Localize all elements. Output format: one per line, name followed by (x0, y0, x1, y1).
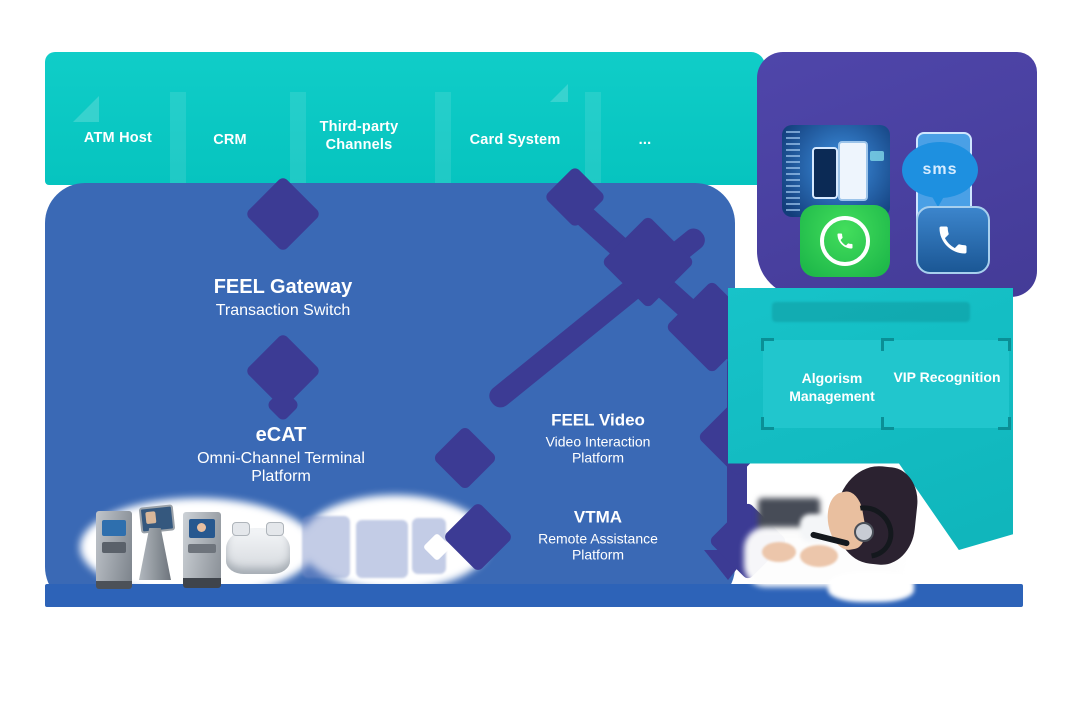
sms-icon: sms (902, 142, 978, 198)
agent-face-on-screen (197, 523, 206, 532)
algorism-management-label: Algorism Management (789, 369, 875, 404)
atm-keypad (102, 542, 126, 553)
smartphone-glyph (812, 147, 838, 199)
phone-call-icon (916, 206, 990, 274)
ecat-block: eCAT Omni-Channel Terminal Platform (176, 424, 386, 486)
mobile-banking-icon (782, 125, 890, 217)
channel-atm-host: ATM Host (83, 129, 153, 146)
panel-title-smudge (772, 302, 970, 322)
bottom-band (45, 584, 1023, 607)
band-glint-decoration (73, 96, 99, 122)
band-glint-decoration (550, 84, 568, 102)
robot-teller-image (226, 522, 290, 574)
band-separator (435, 91, 451, 185)
atm-machine-image (96, 511, 132, 589)
phone-handset-glyph (939, 226, 967, 254)
channels-band (45, 52, 765, 185)
channel-crm: CRM (213, 131, 247, 148)
vtma-title: VTMA (573, 507, 623, 527)
whatsapp-phone-glyph (837, 233, 853, 249)
corner-tick (998, 338, 1011, 351)
robot-pod (266, 522, 284, 536)
vtma-block: VTMA Remote Assistance Platform (518, 508, 678, 563)
feel-gateway-subtitle: Transaction Switch (215, 302, 351, 319)
band-separator (290, 91, 306, 185)
ecat-title: eCAT (255, 424, 307, 446)
vtma-subtitle: Remote Assistance Platform (538, 530, 658, 563)
whatsapp-ring (820, 216, 870, 266)
atm-screen (102, 520, 126, 536)
ai-services-box (761, 338, 1011, 430)
vip-recognition-label: VIP Recognition (893, 368, 1001, 385)
channel-ellipsis: ... (638, 131, 652, 148)
band-separator (585, 91, 601, 185)
corner-tick (881, 417, 894, 430)
corner-tick (761, 417, 774, 430)
ghost-terminal-image (356, 520, 408, 578)
feel-gateway-title: FEEL Gateway (213, 276, 353, 298)
headset-earpiece-icon (854, 522, 874, 542)
smartphone-glyph (838, 141, 868, 201)
corner-tick (998, 417, 1011, 430)
feel-video-block: FEEL Video Video Interaction Platform (523, 411, 673, 466)
channel-third-party: Third-party Channels (319, 118, 399, 153)
sms-label: sms (922, 161, 958, 178)
code-stripes-decoration (786, 131, 800, 211)
band-separator (170, 91, 186, 185)
corner-tick (761, 338, 774, 351)
feel-video-title: FEEL Video (551, 410, 645, 430)
sms-bubble-tail (930, 193, 946, 207)
ghost-terminal-image (302, 516, 350, 578)
channel-card-system: Card System (469, 131, 561, 148)
robot-pod (232, 522, 250, 536)
agent-hand (762, 542, 796, 562)
ecat-subtitle: Omni-Channel Terminal Platform (197, 450, 365, 485)
corner-tick (881, 338, 894, 351)
vtm-tray (188, 544, 216, 553)
feel-video-subtitle: Video Interaction Platform (545, 433, 651, 466)
feel-gateway-block: FEEL Gateway Transaction Switch (214, 276, 353, 320)
kiosk-photo (145, 511, 157, 525)
agent-collar (828, 572, 914, 602)
whatsapp-icon (800, 205, 890, 277)
chip-glyph (870, 151, 884, 161)
vtm-machine-image (183, 512, 221, 588)
agent-hand (800, 545, 838, 567)
